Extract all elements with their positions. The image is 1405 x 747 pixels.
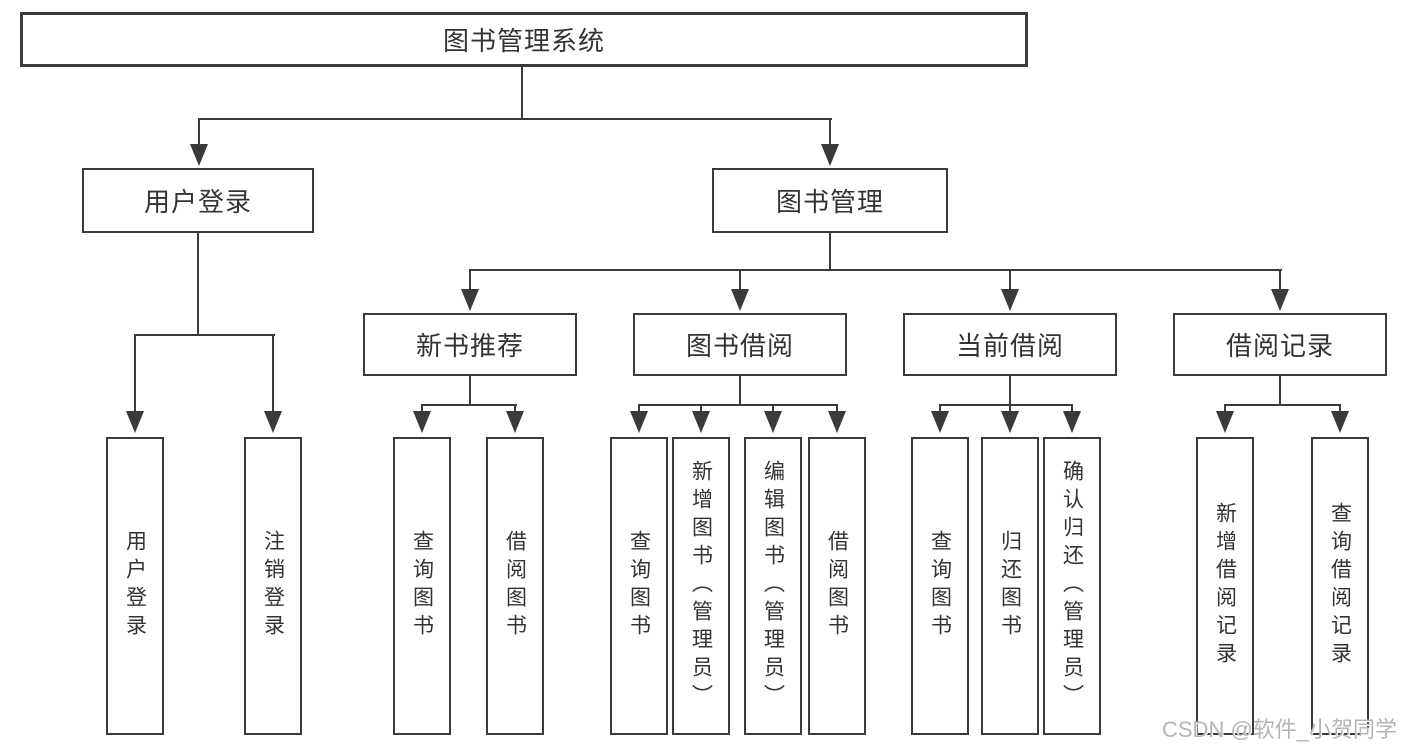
connector-line (421, 404, 423, 413)
leaf-logout: 注销登录 (244, 437, 302, 735)
node-root-system: 图书管理系统 (20, 12, 1028, 67)
connector-line (939, 404, 1073, 406)
node-label: 新增借阅记录 (1213, 502, 1237, 670)
connector-line (772, 404, 774, 413)
connector-line (1279, 269, 1281, 291)
leaf-borrowing-query-books: 查询图书 (610, 437, 668, 735)
node-label: 确认归还（管理员） (1060, 460, 1084, 712)
node-book-management: 图书管理 (712, 168, 948, 233)
arrow-down-icon (731, 289, 749, 311)
leaf-current-confirm-return-admin: 确认归还（管理员） (1043, 437, 1101, 735)
connector-line (514, 404, 516, 413)
arrow-down-icon (506, 411, 524, 433)
connector-line (1009, 376, 1011, 406)
connector-line (836, 404, 838, 413)
leaf-recommend-borrow-books: 借阅图书 (486, 437, 544, 735)
connector-line (469, 269, 1282, 271)
connector-line (1009, 269, 1011, 291)
node-current-borrowing: 当前借阅 (903, 313, 1117, 376)
arrow-down-icon (1001, 289, 1019, 311)
connector-line (272, 334, 274, 413)
node-new-book-recommend: 新书推荐 (363, 313, 577, 376)
node-label: 当前借阅 (955, 331, 1064, 361)
arrow-down-icon (1216, 411, 1234, 433)
arrow-down-icon (1331, 411, 1349, 433)
arrow-down-icon (126, 411, 144, 433)
leaf-borrowing-add-books-admin: 新增图书（管理员） (672, 437, 730, 735)
node-label: 用户登录 (143, 187, 252, 217)
leaf-recommend-query-books: 查询图书 (393, 437, 451, 735)
arrow-down-icon (1063, 411, 1081, 433)
node-label: 查询图书 (928, 530, 952, 642)
connector-line (421, 404, 517, 406)
connector-line (829, 233, 831, 271)
connector-line (638, 404, 640, 413)
arrow-down-icon (413, 411, 431, 433)
arrow-down-icon (828, 411, 846, 433)
node-label: 查询图书 (410, 530, 434, 642)
arrow-down-icon (630, 411, 648, 433)
arrow-down-icon (821, 144, 839, 166)
node-label: 查询图书 (627, 530, 651, 642)
connector-line (197, 233, 199, 336)
arrow-down-icon (264, 411, 282, 433)
leaf-current-query-books: 查询图书 (911, 437, 969, 735)
arrow-down-icon (461, 289, 479, 311)
connector-line (1009, 404, 1011, 413)
arrow-down-icon (190, 144, 208, 166)
connector-line (1279, 376, 1281, 406)
node-label: 图书管理系统 (442, 26, 605, 56)
connector-line (134, 334, 275, 336)
connector-line (829, 118, 831, 146)
node-label: 编辑图书（管理员） (761, 460, 785, 712)
arrow-down-icon (1271, 289, 1289, 311)
connector-line (1071, 404, 1073, 413)
connector-line (521, 67, 523, 119)
node-label: 注销登录 (261, 530, 285, 642)
connector-line (1339, 404, 1341, 413)
node-label: 图书借阅 (685, 331, 794, 361)
arrow-down-icon (1001, 411, 1019, 433)
node-label: 用户登录 (123, 530, 147, 642)
node-label: 查询借阅记录 (1328, 502, 1352, 670)
leaf-borrowing-edit-books-admin: 编辑图书（管理员） (744, 437, 802, 735)
connector-line (739, 376, 741, 406)
connector-line (198, 118, 832, 120)
node-label: 新书推荐 (415, 331, 524, 361)
connector-line (469, 376, 471, 406)
connector-line (700, 404, 702, 413)
connector-line (134, 334, 136, 413)
leaf-borrowing-borrow-books: 借阅图书 (808, 437, 866, 735)
connector-line (469, 269, 471, 291)
node-label: 新增图书（管理员） (689, 460, 713, 712)
leaf-records-query-record: 查询借阅记录 (1311, 437, 1369, 735)
arrow-down-icon (764, 411, 782, 433)
connector-line (739, 269, 741, 291)
node-borrow-records: 借阅记录 (1173, 313, 1387, 376)
node-label: 归还图书 (998, 530, 1022, 642)
node-book-borrowing: 图书借阅 (633, 313, 847, 376)
arrow-down-icon (692, 411, 710, 433)
node-label: 借阅记录 (1225, 331, 1334, 361)
node-label: 图书管理 (775, 187, 884, 217)
connector-line (1224, 404, 1226, 413)
node-user-login: 用户登录 (82, 168, 314, 233)
node-label: 借阅图书 (825, 530, 849, 642)
node-label: 借阅图书 (503, 530, 527, 642)
csdn-watermark: CSDN @软件_小贺同学 (1162, 717, 1398, 742)
leaf-records-add-record: 新增借阅记录 (1196, 437, 1254, 735)
connector-line (638, 404, 838, 406)
leaf-user-login: 用户登录 (106, 437, 164, 735)
connector-line (198, 118, 200, 146)
connector-line (1224, 404, 1341, 406)
leaf-current-return-books: 归还图书 (981, 437, 1039, 735)
connector-line (939, 404, 941, 413)
arrow-down-icon (931, 411, 949, 433)
